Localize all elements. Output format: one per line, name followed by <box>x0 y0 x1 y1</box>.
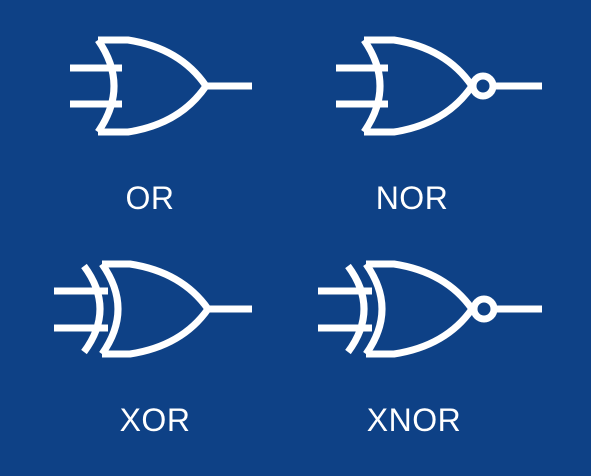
or-gate-label: OR <box>125 180 175 216</box>
xor-gate-label: XOR <box>119 402 191 438</box>
xnor-gate-label: XNOR <box>366 402 462 438</box>
nor-gate-label: NOR <box>375 180 449 216</box>
